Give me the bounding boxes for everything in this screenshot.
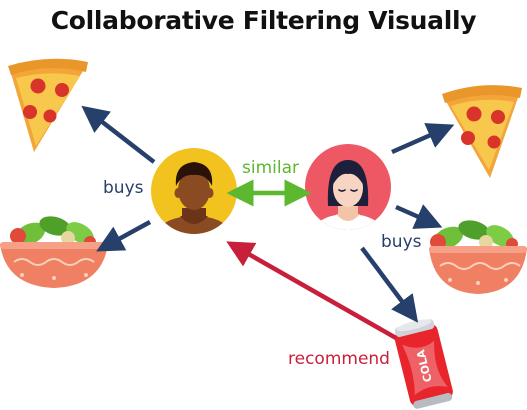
buys-arrow-right-cola — [360, 246, 419, 323]
diagram-title: Collaborative Filtering Visually — [50, 6, 477, 35]
buys-arrow-left-salad — [96, 220, 152, 252]
buys-arrow-right-salad — [395, 204, 443, 229]
salad-bowl-left-icon — [0, 216, 108, 288]
buys-arrow-left-pizza — [81, 105, 156, 164]
pizza-slice-left-icon — [8, 58, 88, 152]
cola-can-icon: COLA — [394, 319, 453, 409]
buys-label-right: buys — [381, 232, 422, 252]
user-left-avatar — [151, 148, 237, 234]
recommend-arrow — [226, 241, 398, 340]
buys-label-left: buys — [103, 178, 144, 198]
salad-bowl-right-icon — [429, 220, 527, 294]
recommend-label: recommend — [288, 349, 390, 369]
buys-arrow-right-pizza — [391, 123, 455, 155]
user-right-avatar — [305, 144, 391, 230]
pizza-slice-right-icon — [442, 85, 522, 178]
similar-label: similar — [242, 158, 299, 178]
